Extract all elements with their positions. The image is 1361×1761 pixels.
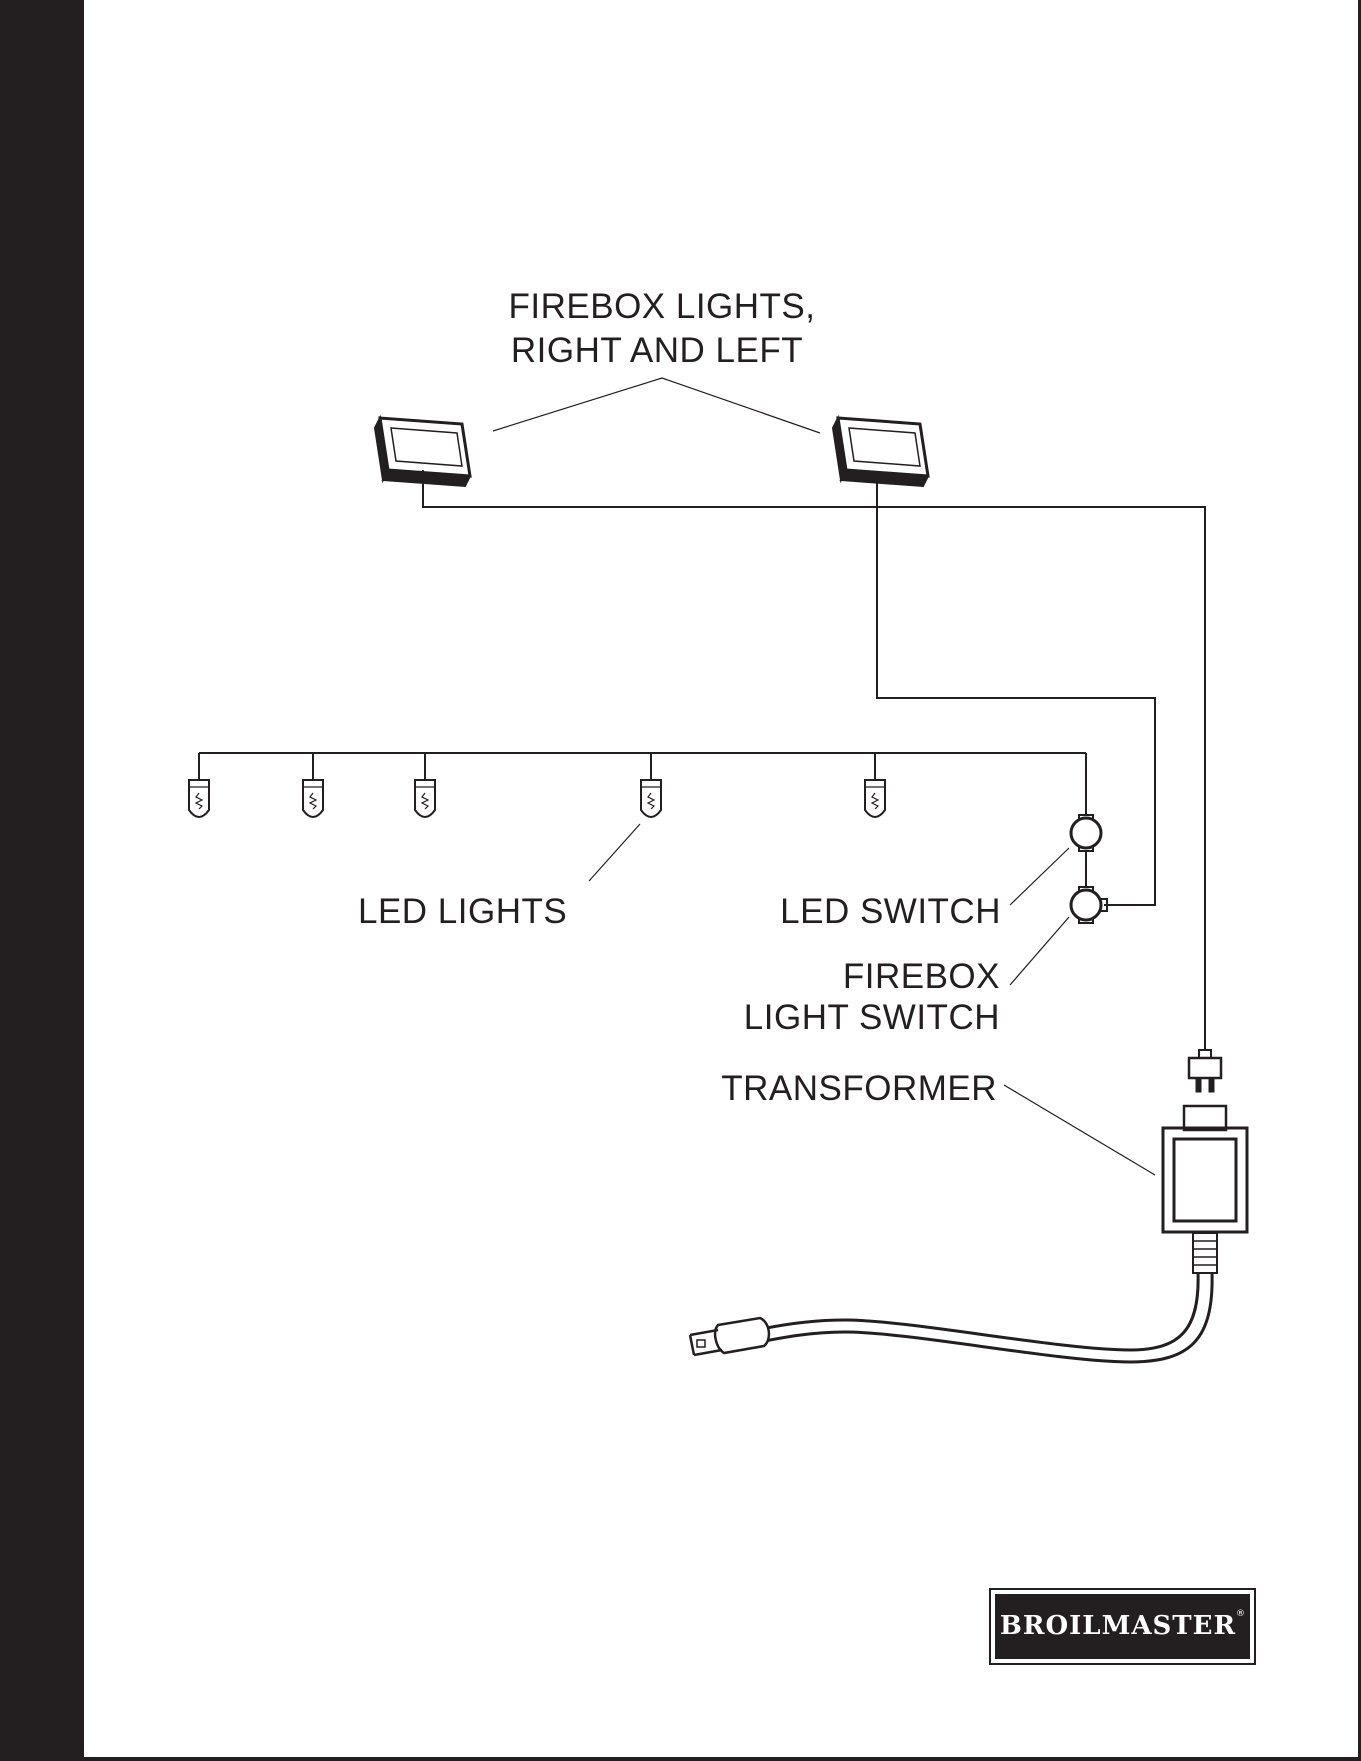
led-switch-leader [1010,848,1069,905]
logo-brand-text: BROILMASTER [1000,1611,1236,1641]
low-voltage-connector [1189,1050,1221,1092]
logo-registered-mark: ® [1236,1609,1245,1619]
led-lights-leader [589,824,640,881]
led-branch-wire [199,753,1086,887]
firebox-switch-label: LIGHT SWITCH [744,998,1000,1037]
led-lights-label: LED LIGHTS [358,892,567,931]
firebox-switch-label: FIREBOX [843,957,1000,996]
led-bulb [641,780,661,817]
transformer-label: TRANSFORMER [721,1069,997,1108]
firebox-lights-label: FIREBOX LIGHTS, [509,287,816,326]
firebox-light-right [833,418,928,486]
led-switch [1071,815,1101,851]
firebox-light-switch [1071,887,1107,923]
power-cord [757,1272,1198,1350]
firebox-lights-leader-right [662,378,820,433]
firebox-switch-leader [1010,917,1069,985]
wall-plug [690,1318,769,1355]
wire-right-light-to-firebox-switch [877,476,1155,905]
transformer-leader [1004,1085,1155,1175]
firebox-lights-leader-left [493,378,662,431]
led-bulb [189,780,209,817]
firebox-lights-label: RIGHT AND LEFT [511,331,803,370]
led-switch-label: LED SWITCH [780,892,1001,931]
wire-left-light-to-transformer [423,470,1205,1050]
transformer [1163,1106,1247,1273]
led-bulb [303,780,323,817]
led-bulb [415,780,435,817]
led-bulb [865,780,885,817]
broilmaster-logo: BROILMASTER ® [990,1589,1255,1664]
